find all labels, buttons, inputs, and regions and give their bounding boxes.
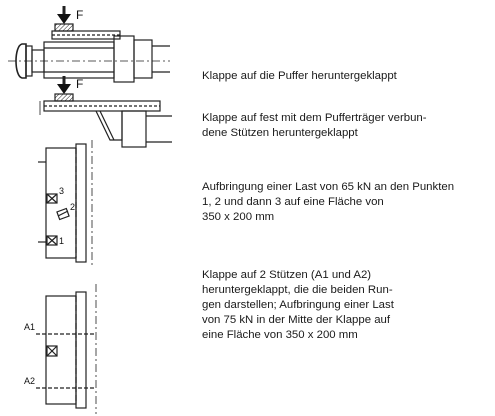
figure-fixed-support-flap: F (39, 76, 172, 148)
load-pad-3 (46, 193, 58, 204)
caption-4: Klappe auf 2 Stützen (A1 und A2) herunte… (202, 269, 394, 341)
force-label: F (76, 8, 83, 22)
point-label-2: 2 (70, 202, 75, 212)
point-label-1: 1 (59, 236, 64, 246)
caption-2: Klappe auf fest mit dem Pufferträger ver… (202, 112, 427, 139)
figure-load-points-topview: 3 2 1 (38, 140, 93, 266)
load-pad-center (46, 345, 58, 357)
support-label-a1: A1 (24, 322, 35, 332)
caption-1: Klappe auf die Puffer heruntergeklappt (202, 70, 397, 82)
load-pad-1 (46, 235, 58, 246)
force-arrow-icon (57, 76, 71, 94)
caption-3: Aufbringung einer Last von 65 kN an den … (202, 181, 455, 223)
figure-buffer-flap: F (8, 6, 170, 83)
figure-supports-a1-a2: A1 A2 (24, 284, 97, 414)
force-label: F (76, 77, 83, 91)
point-label-3: 3 (59, 186, 64, 196)
support-label-a2: A2 (24, 376, 35, 386)
force-arrow-icon (57, 6, 71, 24)
